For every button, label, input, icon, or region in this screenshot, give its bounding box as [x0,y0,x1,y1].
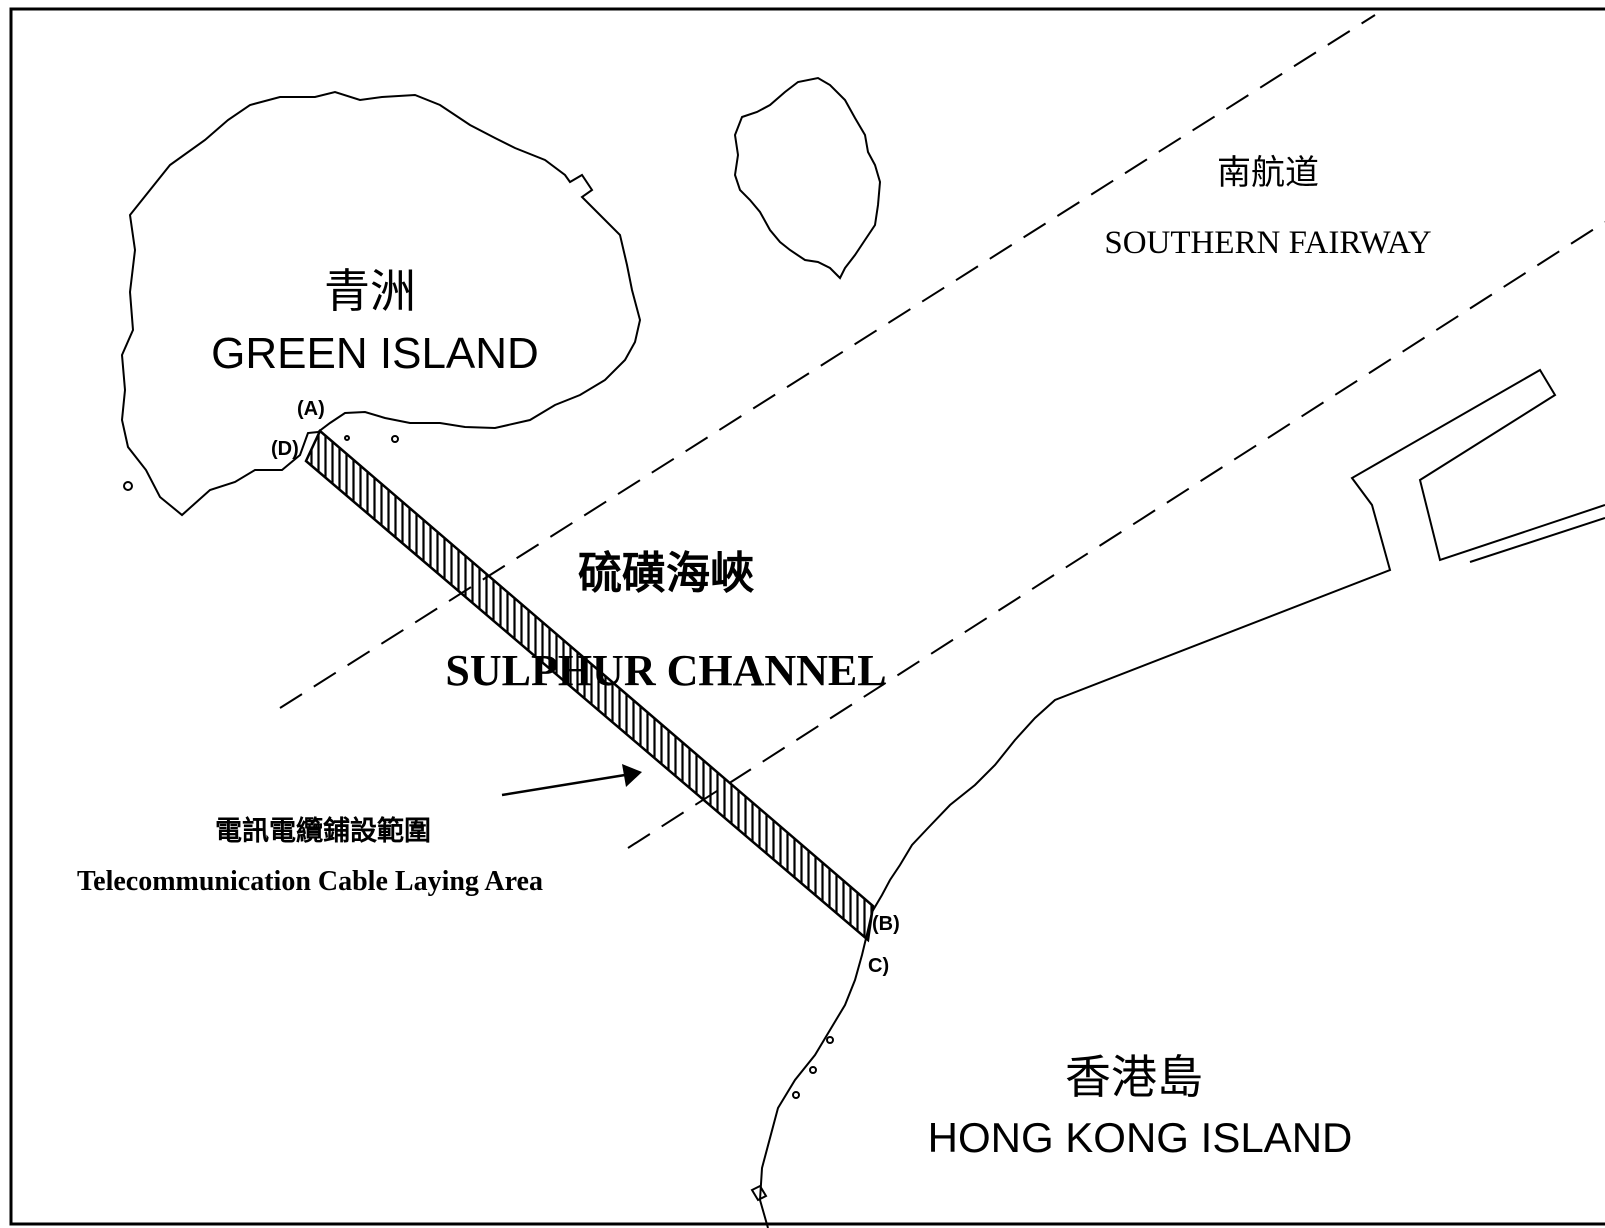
little-green-island-coastline [733,76,882,280]
green-island-label-en: GREEN ISLAND [211,329,539,378]
hong-kong-island-coastline [758,368,1605,1228]
fairway-boundary-south [627,221,1605,849]
point-d-label: (D) [271,438,299,460]
hong-kong-island-label-en: HONG KONG ISLAND [928,1114,1353,1161]
cable-area-label-en: Telecommunication Cable Laying Area [77,866,543,897]
green-island-rock [391,435,399,443]
coast-rock [750,1184,768,1202]
cable-area-arrow-head [622,764,642,787]
southern-fairway-label-en: SOUTHERN FAIRWAY [1104,225,1431,261]
point-c-label: C) [868,955,889,977]
point-b-label: (B) [872,913,900,935]
sulphur-channel-label-en: SULPHUR CHANNEL [445,646,886,695]
green-island-label-zh: 青洲 [324,264,416,318]
cable-laying-area [304,428,875,943]
coast-rock [826,1036,834,1044]
hong-kong-island-label-zh: 香港島 [1065,1050,1203,1104]
cable-area-label-zh: 電訊電纜鋪設範圍 [215,815,431,847]
green-island-coastline [120,90,642,517]
breakwater [1469,517,1605,563]
point-a-label: (A) [297,398,325,420]
southern-fairway-label-zh: 南航道 [1217,153,1319,193]
cable-area-arrow-shaft [501,773,626,797]
sulphur-channel-label-zh: 硫磺海峽 [578,548,755,599]
coast-rock [809,1066,817,1074]
map-border [9,7,1605,1226]
coast-rock [792,1091,800,1099]
green-island-rock [123,481,133,491]
green-island-rock [344,435,350,441]
